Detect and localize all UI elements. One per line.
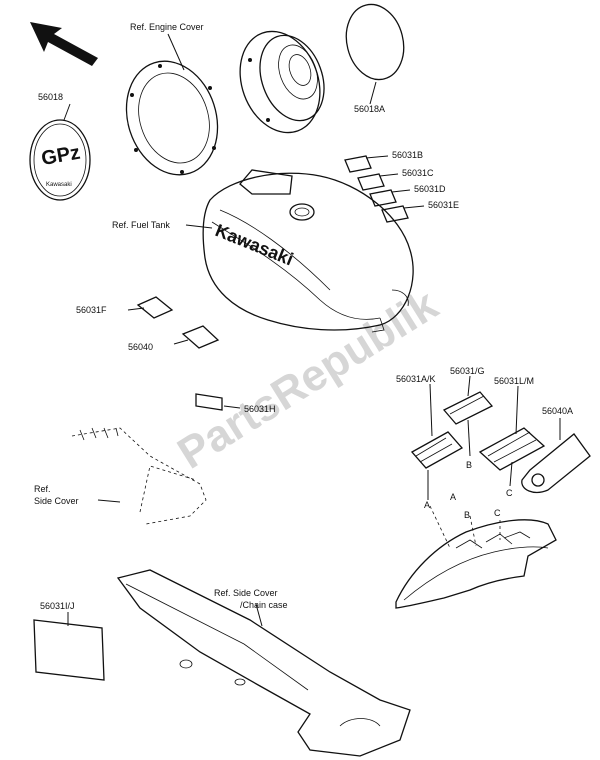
side-cover [71,427,207,525]
label-56040: 56040 [128,342,153,352]
decals-a-g-lm [410,391,546,471]
label-56031b: 56031B [392,150,423,160]
label-ref-chain-2: /Chain case [240,600,288,610]
label-56031c: 56031C [402,168,434,178]
label-ref-fuel-tank: Ref. Fuel Tank [112,220,170,230]
label-ref-side-cover-1: Ref. [34,484,51,494]
label-letter-b1: B [466,460,472,470]
label-56031d: 56031D [414,184,446,194]
engine-cover [239,30,325,134]
label-56031h: 56031H [244,404,276,414]
engine-cover-ring [125,60,219,176]
label-ref-side-cover-2: Side Cover [34,496,79,506]
label-letter-b2: B [464,510,470,520]
label-56040a: 56040A [542,406,573,416]
label-letter-c1: C [506,488,513,498]
plate-56018a [345,3,405,81]
label-ref-chain-1: Ref. Side Cover [214,588,278,598]
labels: Ref. Engine Cover 56018 56018A 56031B 56… [34,22,573,611]
leader-lines [63,33,561,627]
chain-case [116,569,411,757]
emblem-logo: GPz [40,142,82,170]
label-ref-engine-cover: Ref. Engine Cover [130,22,204,32]
label-56031ak: 56031A/K [396,374,436,384]
label-56018: 56018 [38,92,63,102]
direction-arrow-icon [30,22,98,66]
label-56031ij: 56031I/J [40,601,75,611]
label-letter-a1: A [424,500,430,510]
rear-fender [395,505,557,609]
label-letter-c2: C [494,508,501,518]
decal-56031ij [33,619,105,681]
label-56031e: 56031E [428,200,459,210]
label-56031f: 56031F [76,305,107,315]
decal-56031h [195,393,223,411]
emblem-sub: Kawasaki [46,182,72,188]
label-letter-a2: A [450,492,456,502]
decals-f-40 [136,296,220,349]
label-56031g: 56031/G [450,366,485,376]
decals-bcde [344,155,409,223]
label-56031lm: 56031L/M [494,376,534,386]
label-56018a: 56018A [354,104,385,114]
emblem-56018: GPz Kawasaki [29,119,91,201]
decal-56040a [521,433,591,494]
